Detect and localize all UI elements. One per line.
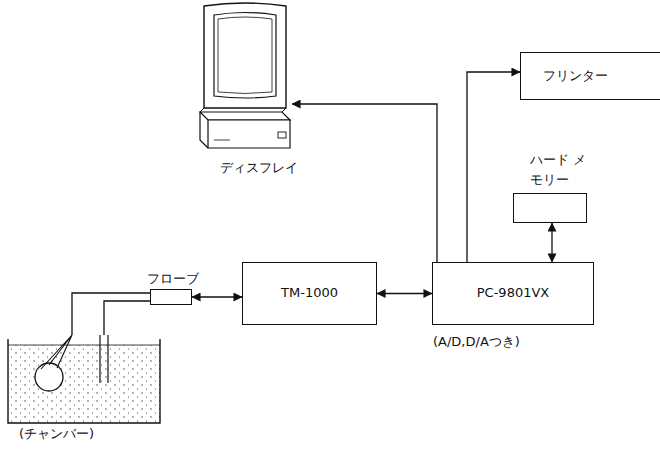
box-label: PC-9801VX: [477, 285, 550, 301]
probe-wire: [72, 293, 150, 335]
display-icon: [190, 0, 292, 185]
device-label: ハード メモリー: [530, 150, 594, 190]
device-box: TM-1000: [242, 262, 377, 325]
box-label: (チャンバー): [19, 426, 94, 442]
icon-node: ディスフレイ: [190, 0, 292, 185]
signal-arrow: [551, 223, 552, 262]
device-box: フリンター: [520, 52, 660, 100]
box-label: ディスフレイ: [220, 160, 298, 176]
icon-node: (チャンバー): [5, 335, 165, 445]
device-label: (A/D,D/Aつき): [433, 334, 520, 350]
signal-arrow: [377, 293, 432, 294]
box-label: TM-1000: [281, 285, 338, 301]
box-label: フリンター: [543, 68, 608, 84]
device-box: フローブ: [150, 289, 192, 305]
signal-arrow: [192, 296, 242, 297]
signal-arrow: [292, 104, 437, 262]
device-box: ハード メモリー: [513, 193, 587, 223]
signal-arrow: [467, 72, 520, 262]
device-box: PC-9801VX(A/D,D/Aつき): [432, 262, 594, 325]
device-label: フローブ: [147, 271, 199, 287]
